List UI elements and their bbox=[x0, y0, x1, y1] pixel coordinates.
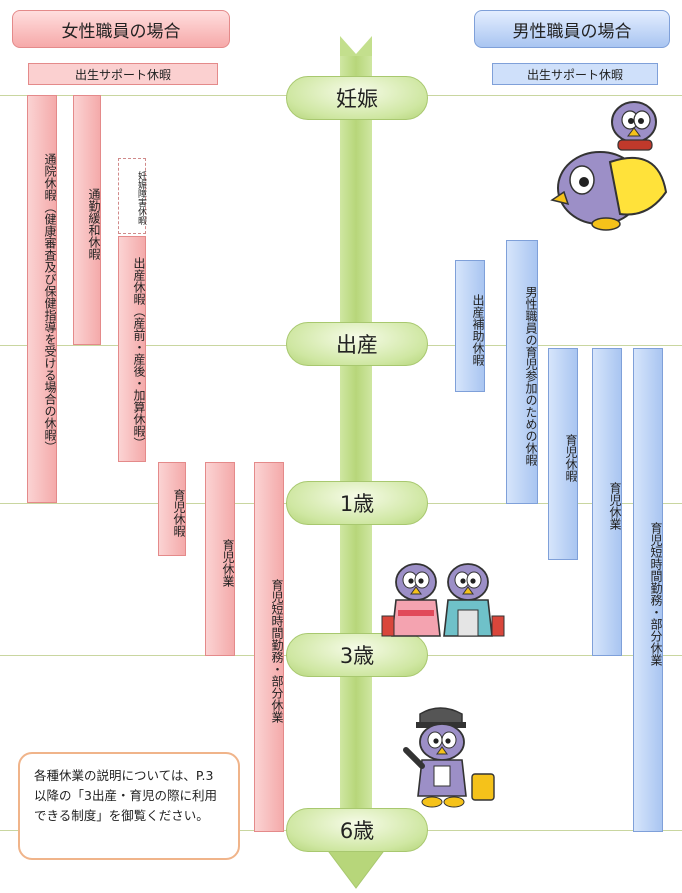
female-bar-clinic-leave: 通院休暇（健康審査及び保健指導を受ける場合の休暇） bbox=[27, 95, 57, 503]
kimono-children-mascot-icon bbox=[381, 563, 505, 637]
female-bar-short-hours: 育児短時間勤務・部分休業 bbox=[254, 462, 284, 832]
female-bar-commute-leave: 通勤緩和休暇 bbox=[73, 95, 101, 345]
reference-note: 各種休業の説明については、P.3 以降の「3出産・育児の際に利用できる制度」を御… bbox=[18, 752, 240, 860]
female-support-label: 出生サポート休暇 bbox=[28, 63, 218, 85]
school-child-mascot-icon bbox=[403, 707, 495, 808]
male-header: 男性職員の場合 bbox=[474, 10, 670, 48]
female-bar-maternity-leave: 出産休暇（産前・産後・加算休暇） bbox=[118, 236, 146, 462]
milestone-age3: 3歳 bbox=[286, 633, 428, 677]
male-bar-birth-assist-leave: 出産補助休暇 bbox=[455, 260, 485, 392]
milestone-age6: 6歳 bbox=[286, 808, 428, 852]
male-bar-short-hours: 育児短時間勤務・部分休業 bbox=[633, 348, 663, 832]
male-support-label: 出生サポート休暇 bbox=[492, 63, 658, 85]
female-bar-childcare-absence: 育児休業 bbox=[205, 462, 235, 656]
timeline-trunk bbox=[340, 56, 372, 846]
male-bar-childcare-absence: 育児休業 bbox=[592, 348, 622, 656]
female-header: 女性職員の場合 bbox=[12, 10, 230, 48]
milestone-age1: 1歳 bbox=[286, 481, 428, 525]
female-bar-pregnancy-disorder-leave: 妊娠障害休暇 bbox=[118, 158, 146, 234]
milestone-birth: 出産 bbox=[286, 322, 428, 366]
male-bar-participation-leave: 男性職員の育児参加のための休暇 bbox=[506, 240, 538, 504]
flying-birds-mascot-icon bbox=[550, 101, 668, 231]
milestone-pregnancy: 妊娠 bbox=[286, 76, 428, 120]
male-bar-childcare-leave: 育児休暇 bbox=[548, 348, 578, 560]
female-bar-childcare-leave: 育児休暇 bbox=[158, 462, 186, 556]
